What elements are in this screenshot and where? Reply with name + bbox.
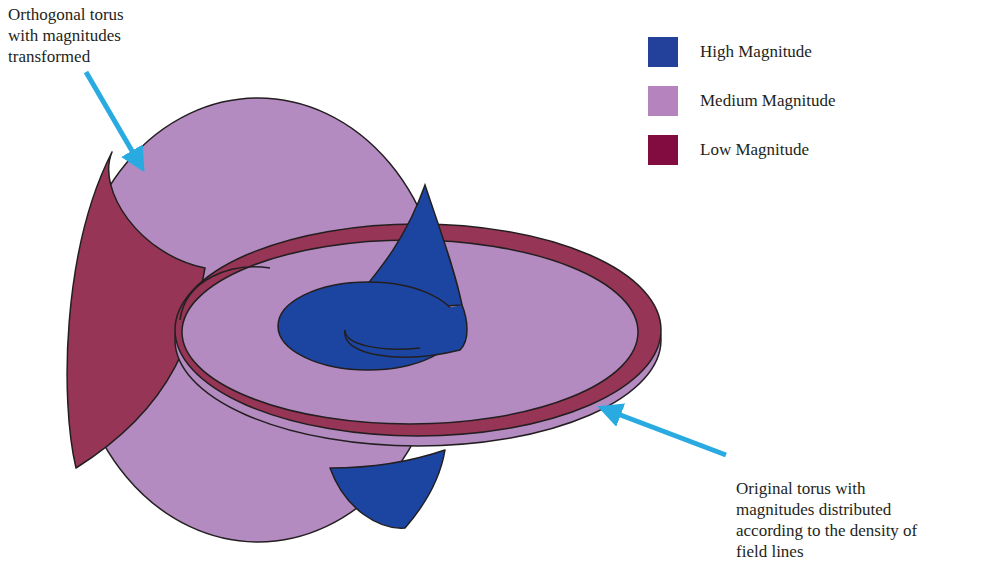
legend-row: High Magnitude bbox=[648, 37, 812, 67]
callout-label: Orthogonal torus with magnitudes transfo… bbox=[8, 4, 148, 67]
legend-text: High Magnitude bbox=[700, 42, 812, 62]
legend-swatch bbox=[648, 86, 678, 116]
leader-arrows bbox=[86, 72, 726, 455]
legend-row: Medium Magnitude bbox=[648, 86, 836, 116]
legend-text: Low Magnitude bbox=[700, 140, 809, 160]
legend-swatch bbox=[648, 37, 678, 67]
legend-row: Low Magnitude bbox=[648, 135, 809, 165]
callout-label: Original torus with magnitudes distribut… bbox=[736, 478, 936, 562]
original-torus bbox=[175, 185, 661, 446]
legend-swatch bbox=[648, 135, 678, 165]
legend-text: Medium Magnitude bbox=[700, 91, 836, 111]
